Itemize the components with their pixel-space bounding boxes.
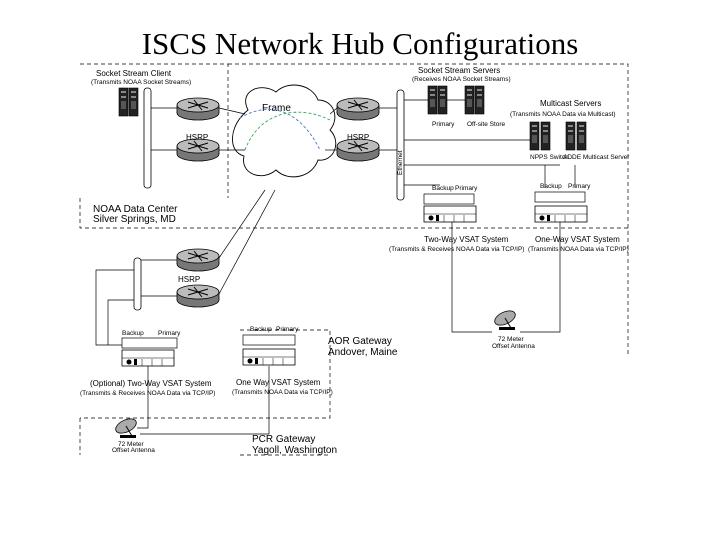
opt-primary-label: Primary (158, 330, 181, 337)
router-lower-top (176, 248, 220, 272)
socket-servers-title: Socket Stream Servers (418, 66, 500, 75)
pcr-line1: PCR Gateway (252, 434, 315, 445)
client-server-icon-2 (128, 87, 139, 117)
multicast-right-label: ADDE Multicast Server (563, 154, 630, 161)
pcr-line2: Yagoll, Washington (252, 445, 337, 456)
router-right-top (336, 97, 380, 121)
dish-right-line2: Offset Antenna (492, 343, 535, 350)
socket-servers-subtitle: (Receives NOAA Socket Streams) (412, 76, 511, 83)
aor-line2: Andover, Maine (328, 347, 398, 358)
multicast-left-label: NPPS Switch (530, 154, 569, 161)
hsrp-right-label: HSRP (347, 133, 369, 142)
aor-one-way-subtitle: (Transmits NOAA Data via TCP/IP) (232, 389, 333, 396)
boundary-lines (79, 63, 629, 456)
ethernet-bus-right (396, 89, 405, 201)
multicast-title: Multicast Servers (540, 99, 601, 108)
dish-left-line1: 72 Meter (118, 441, 144, 448)
one-way-primary-label: Primary (568, 183, 591, 190)
multicast-subtitle: (Transmits NOAA Data via Multicast) (510, 111, 616, 118)
offsite-store-label: Off-site Store (467, 121, 506, 128)
two-way-subtitle: (Transmits & Receives NOAA Data via TCP/… (389, 246, 524, 253)
opt-two-way-title: (Optional) Two-Way VSAT System (90, 379, 212, 388)
socket-client-title: Socket Stream Client (96, 69, 172, 78)
one-way-backup-label: Backup (540, 183, 562, 190)
client-server-icon (118, 87, 129, 117)
opt-vsat-unit (121, 349, 175, 367)
two-way-vsat-unit (423, 205, 477, 223)
page-title: ISCS Network Hub Configurations (141, 26, 579, 61)
satellite-dish-left (112, 415, 140, 439)
aor-primary-label: Primary (276, 326, 299, 333)
socket-client-subtitle: (Transmits NOAA Socket Streams) (91, 79, 191, 86)
router-right-bottom (336, 138, 380, 162)
one-way-vsat-unit (534, 205, 588, 223)
aor-line1: AOR Gateway (328, 336, 392, 347)
frame-path-blue (239, 109, 321, 151)
ethernet-bus-lower (133, 257, 142, 311)
noaa-line1: NOAA Data Center (93, 204, 178, 215)
opt-backup-label: Backup (122, 330, 144, 337)
noaa-line2: Silver Springs, MD (93, 214, 176, 225)
two-way-backup-label: Backup (432, 185, 454, 192)
primary-server-label: Primary (432, 121, 455, 128)
aor-one-way-title: One Way VSAT System (236, 378, 321, 387)
satellite-dish-right (491, 307, 519, 331)
router-left-bottom (176, 138, 220, 162)
aor-backup-label: Backup (250, 326, 272, 333)
two-way-title: Two-Way VSAT System (424, 235, 509, 244)
two-way-primary-label: Primary (455, 185, 478, 192)
router-lower-bottom (176, 284, 220, 308)
dish-left-line2: Offset Antenna (112, 447, 155, 454)
frame-label: Frame (262, 103, 291, 114)
frame-path-green (244, 111, 331, 151)
one-way-subtitle: (Transmits NOAA Data via TCP/IP) (528, 246, 629, 253)
ethernet-label: Ethernet (397, 150, 404, 175)
aor-vsat-unit (242, 348, 296, 366)
router-left-top (176, 97, 220, 121)
frame-cloud (232, 84, 337, 178)
hsrp-left-label: HSRP (186, 133, 208, 142)
hsrp-bottom-label: HSRP (178, 275, 200, 284)
ethernet-bus-left (143, 87, 152, 189)
dish-right-line1: 72 Meter (498, 336, 524, 343)
one-way-title: One-Way VSAT System (535, 235, 620, 244)
